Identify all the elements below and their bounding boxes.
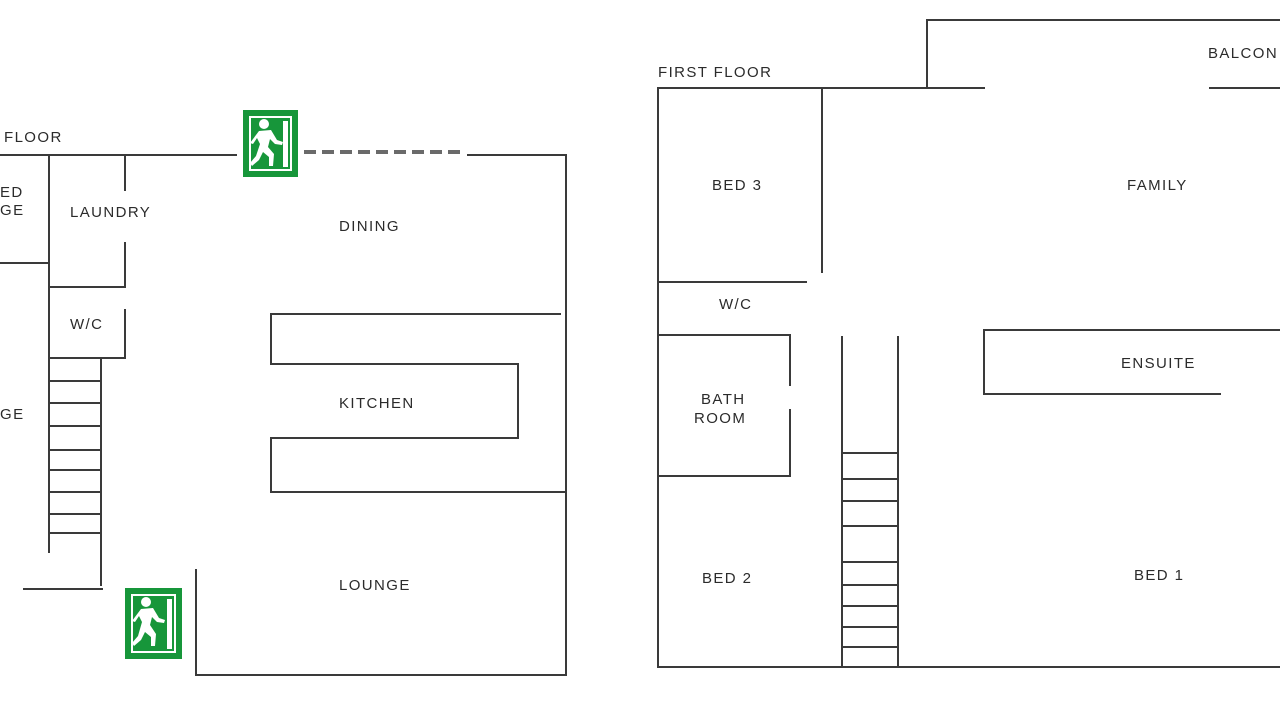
room-label-bath-2: ROOM xyxy=(694,410,746,427)
first-floor-plan: FIRST FLOOR xyxy=(657,19,1280,668)
kitchen-bench-outline xyxy=(270,313,567,493)
room-label-bed-garage-1: ED xyxy=(0,184,24,201)
room-label-family: FAMILY xyxy=(1127,177,1188,194)
exit-figure-body xyxy=(250,130,283,166)
emergency-exit-icon xyxy=(243,110,298,177)
room-label-lounge: LOUNGE xyxy=(339,577,411,594)
exit-figure-head xyxy=(259,119,269,129)
exit-door xyxy=(167,599,172,649)
room-label-dining: DINING xyxy=(339,218,400,235)
room-label-bed-1: BED 1 xyxy=(1134,567,1184,584)
exit-figure-head xyxy=(141,597,151,607)
ground-floor-plan: FLOOR xyxy=(0,110,567,676)
room-label-kitchen: KITCHEN xyxy=(339,395,415,412)
ground-stairs xyxy=(48,357,102,586)
room-label-laundry: LAUNDRY xyxy=(70,204,151,221)
room-label-ensuite: ENSUITE xyxy=(1121,355,1196,372)
room-label-garage: GE xyxy=(0,406,24,423)
room-label-bed-3: BED 3 xyxy=(712,177,762,194)
room-label-wc-first: W/C xyxy=(719,296,752,313)
room-label-wc: W/C xyxy=(70,316,103,333)
room-label-balcony: BALCON xyxy=(1208,45,1278,62)
room-label-bath-1: BATH xyxy=(701,391,746,408)
first-floor-title: FIRST FLOOR xyxy=(658,64,772,81)
room-label-bed-2: BED 2 xyxy=(702,570,752,587)
exit-figure-body xyxy=(132,608,165,646)
ensuite-walls xyxy=(983,329,1280,395)
first-floor-stairs xyxy=(841,336,899,668)
kitchen-benches xyxy=(270,313,567,493)
emergency-exit-icon xyxy=(125,588,182,659)
room-label-bed-garage-2: GE xyxy=(0,202,24,219)
exit-door xyxy=(283,121,288,167)
ground-floor-title: FLOOR xyxy=(4,129,63,146)
